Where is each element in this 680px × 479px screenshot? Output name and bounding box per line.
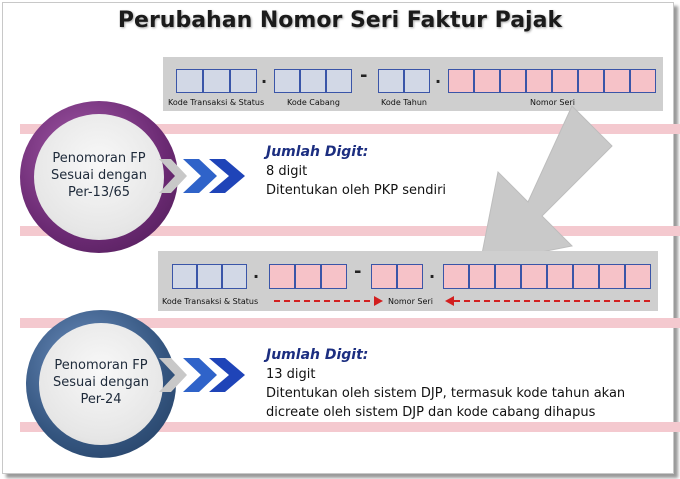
section2-chevrons bbox=[159, 358, 245, 392]
label-nomor-seri: Nomor Seri bbox=[388, 297, 433, 306]
digit-box bbox=[604, 69, 630, 93]
digit-box bbox=[203, 69, 230, 93]
digit-box bbox=[269, 264, 295, 289]
circle-line: Per-24 bbox=[80, 392, 122, 407]
separator-dash: - bbox=[354, 261, 362, 282]
section2-line: 13 digit bbox=[266, 367, 316, 382]
digit-box bbox=[300, 69, 326, 93]
section2-heading: Jumlah Digit: bbox=[266, 347, 369, 363]
digit-box bbox=[230, 69, 257, 93]
label-nomor-seri: Nomor Seri bbox=[530, 98, 575, 107]
digit-box bbox=[274, 69, 300, 93]
pink-band-3 bbox=[20, 318, 680, 328]
digit-box bbox=[222, 264, 247, 289]
digit-box bbox=[547, 264, 573, 289]
digit-box bbox=[521, 264, 547, 289]
page-title: Perubahan Nomor Seri Faktur Pajak bbox=[117, 8, 563, 33]
label-kode-transaksi: Kode Transaksi & Status bbox=[168, 98, 265, 107]
circle-line: Sesuai dengan bbox=[53, 375, 149, 390]
digit-box bbox=[172, 264, 197, 289]
circle-line: Per-13/65 bbox=[67, 185, 131, 200]
label-kode-transaksi: Kode Transaksi & Status bbox=[162, 297, 259, 306]
circle-line: Penomoran FP bbox=[52, 151, 146, 166]
digit-box bbox=[630, 69, 656, 93]
section2-circle-label: Penomoran FP Sesuai dengan Per-24 bbox=[39, 357, 163, 408]
digit-box bbox=[176, 69, 203, 93]
section2-line: dicreate oleh sistem DJP dan kode cabang… bbox=[266, 405, 596, 420]
digit-box bbox=[448, 69, 474, 93]
digit-box bbox=[625, 264, 651, 289]
digit-box bbox=[474, 69, 500, 93]
nomor-seri-span-arrows bbox=[274, 296, 650, 306]
digit-box bbox=[404, 69, 430, 93]
digit-box bbox=[443, 264, 469, 289]
section1-line: Ditentukan oleh PKP sendiri bbox=[266, 183, 447, 198]
section1-heading: Jumlah Digit: bbox=[266, 144, 369, 160]
pink-band-4 bbox=[20, 422, 680, 432]
section2-circle-inner bbox=[39, 323, 163, 445]
circle-line: Sesuai dengan bbox=[51, 168, 147, 183]
pink-band-2 bbox=[20, 226, 680, 236]
digit-box bbox=[469, 264, 495, 289]
digit-box bbox=[378, 69, 404, 93]
digit-box bbox=[326, 69, 352, 93]
section2-line: Ditentukan oleh sistem DJP, termasuk kod… bbox=[266, 386, 626, 401]
digit-box bbox=[397, 264, 423, 289]
label-kode-tahun: Kode Tahun bbox=[381, 98, 427, 107]
digit-box bbox=[552, 69, 578, 93]
label-kode-cabang: Kode Cabang bbox=[287, 98, 340, 107]
separator-dash: - bbox=[360, 65, 368, 86]
digit-box bbox=[599, 264, 625, 289]
digit-box bbox=[578, 69, 604, 93]
separator-dot: . bbox=[429, 263, 436, 282]
digit-box bbox=[573, 264, 599, 289]
section1-circle-label: Penomoran FP Sesuai dengan Per-13/65 bbox=[36, 150, 162, 201]
digit-box bbox=[295, 264, 321, 289]
pink-band-1 bbox=[20, 124, 680, 134]
digit-box bbox=[371, 264, 397, 289]
transition-arrow bbox=[479, 105, 613, 265]
digit-box bbox=[500, 69, 526, 93]
digit-box bbox=[197, 264, 222, 289]
separator-dot: . bbox=[261, 68, 268, 87]
digit-box bbox=[321, 264, 347, 289]
circle-line: Penomoran FP bbox=[54, 358, 148, 373]
section1-circle-inner bbox=[34, 114, 164, 240]
section1-line: 8 digit bbox=[266, 164, 308, 179]
separator-dot: . bbox=[435, 68, 442, 87]
digit-box bbox=[495, 264, 521, 289]
digit-box bbox=[526, 69, 552, 93]
separator-dot: . bbox=[253, 263, 260, 282]
section1-chevrons bbox=[159, 159, 245, 193]
